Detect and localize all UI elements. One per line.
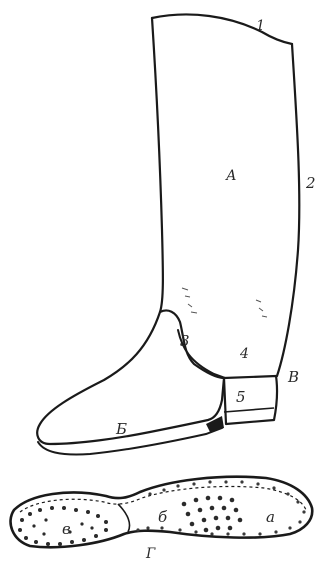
boot-heel-block (224, 376, 277, 424)
label-4: 4 (239, 346, 249, 362)
sole-forefoot-nail-dots (182, 496, 243, 533)
label-3: 3 (180, 332, 190, 350)
label-G: Г (145, 546, 156, 562)
label-1: 1 (256, 18, 265, 34)
heel-front-shadow (206, 416, 224, 432)
boot-sole-line (38, 428, 222, 455)
boot-vamp-outline (37, 310, 224, 444)
label-2: 2 (305, 174, 316, 192)
label-5: 5 (236, 388, 246, 406)
label-b: б (158, 508, 168, 526)
boot-shaft-front-edge (152, 18, 163, 312)
label-V: В (287, 368, 299, 386)
heel-base-line (224, 408, 274, 412)
label-A: А (225, 168, 237, 184)
boot-shaft-outline (152, 14, 299, 376)
label-B: Б (115, 420, 127, 438)
shaft-stipple-marks (182, 288, 267, 317)
label-v: в (62, 520, 71, 538)
sole-waist-line (118, 504, 130, 532)
label-a: а (266, 508, 275, 526)
